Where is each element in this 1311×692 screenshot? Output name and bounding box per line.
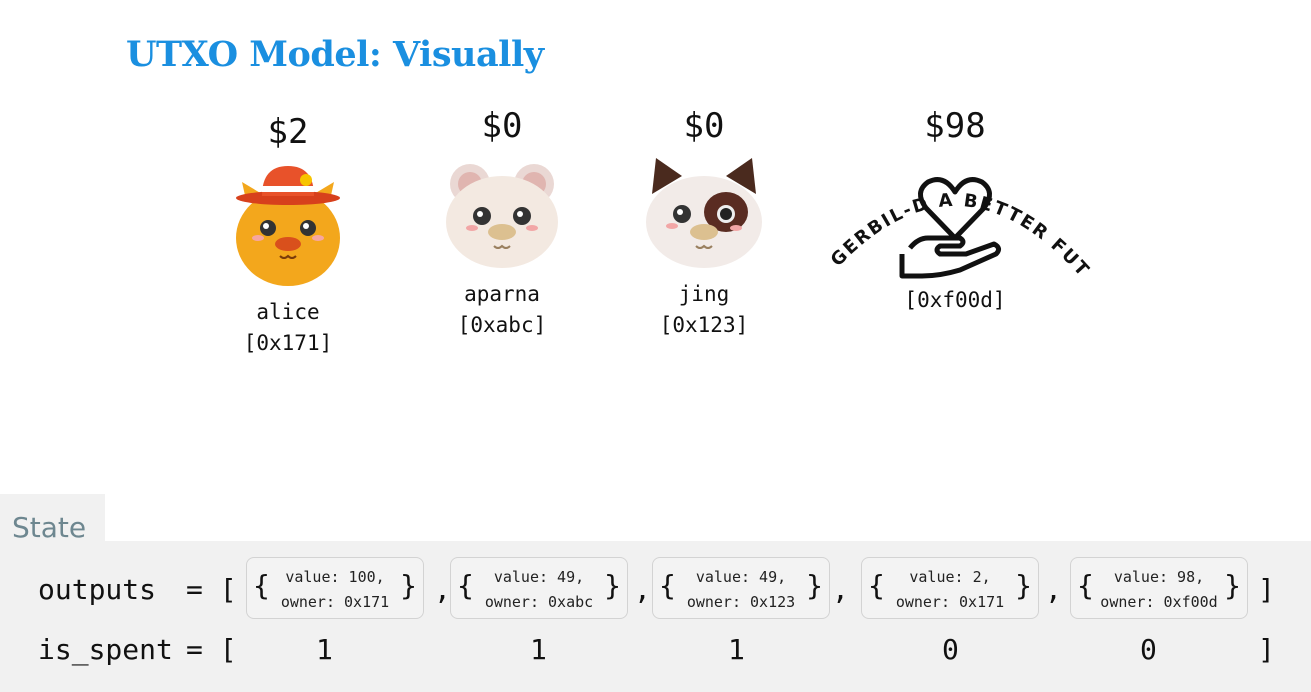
utxo-value: value: 98, — [1113, 568, 1205, 586]
account-address: [0x123] — [659, 313, 749, 337]
slide-title: UTXO Model: Visually — [126, 34, 544, 75]
is-spent-label: is_spent — [38, 633, 173, 666]
utxo-output: { value: 98, owner: 0xf00d } — [1070, 557, 1248, 619]
utxo-owner: owner: 0x171 — [895, 593, 1005, 611]
utxo-output: { value: 100, owner: 0x171 } — [246, 557, 424, 619]
utxo-owner: owner: 0x171 — [280, 593, 390, 611]
state-tab[interactable]: State — [0, 494, 105, 544]
spotted-hamster-icon — [646, 158, 762, 268]
is-spent-close-bracket: ] — [1258, 633, 1275, 666]
utxo-owner: owner: 0xabc — [484, 593, 594, 611]
account-balance: $2 — [267, 112, 309, 152]
account-balance: $0 — [683, 106, 725, 146]
outputs-assign: = [ — [186, 573, 237, 606]
utxo-value: value: 49, — [493, 568, 585, 586]
account-balance: $0 — [481, 106, 523, 146]
white-hamster-icon — [446, 164, 558, 268]
account-jing: $0 jing [0x123] — [634, 106, 774, 341]
utxo-value: value: 100, — [285, 568, 385, 586]
is-spent-value: 1 — [530, 633, 547, 666]
utxo-owner: owner: 0x123 — [686, 593, 796, 611]
account-name: aparna — [464, 282, 540, 306]
utxo-value: value: 2, — [909, 568, 991, 586]
is-spent-value: 1 — [728, 633, 745, 666]
output-separator: , — [1045, 573, 1062, 606]
account-name: jing — [678, 282, 730, 306]
utxo-output: { value: 49, owner: 0xabc } — [450, 557, 628, 619]
account-address: [0xf00d] — [904, 288, 1006, 312]
account-name: alice — [256, 300, 320, 324]
outputs-close-bracket: ] — [1258, 573, 1275, 606]
is-spent-value: 0 — [1140, 633, 1157, 666]
account-charity: $98 GERBIL-D A BETTER FUTURE [0xf00d] — [810, 106, 1100, 316]
svg-text:GERBIL-D A BETTER FUTURE: GERBIL-D A BETTER FUTURE — [810, 146, 1094, 281]
utxo-output: { value: 2, owner: 0x171 } — [861, 557, 1039, 619]
account-address: [0xabc] — [457, 313, 547, 337]
charity-heart-hand-logo-icon: GERBIL-D A BETTER FUTURE — [810, 146, 1094, 281]
output-separator: , — [634, 573, 651, 606]
is-spent-value: 1 — [316, 633, 333, 666]
is-spent-value: 0 — [942, 633, 959, 666]
account-alice: $2 alice [0x171] — [218, 112, 358, 359]
output-separator: , — [832, 573, 849, 606]
output-separator: , — [434, 573, 451, 606]
utxo-value: value: 49, — [695, 568, 787, 586]
account-address: [0x171] — [243, 331, 333, 355]
utxo-owner: owner: 0xf00d — [1100, 593, 1218, 611]
hamster-with-hat-icon — [236, 166, 340, 286]
outputs-label: outputs — [38, 573, 157, 606]
account-balance: $98 — [924, 106, 986, 146]
is-spent-assign: = [ — [186, 633, 237, 666]
account-aparna: $0 aparna [0xabc] — [432, 106, 572, 341]
utxo-output: { value: 49, owner: 0x123 } — [652, 557, 830, 619]
